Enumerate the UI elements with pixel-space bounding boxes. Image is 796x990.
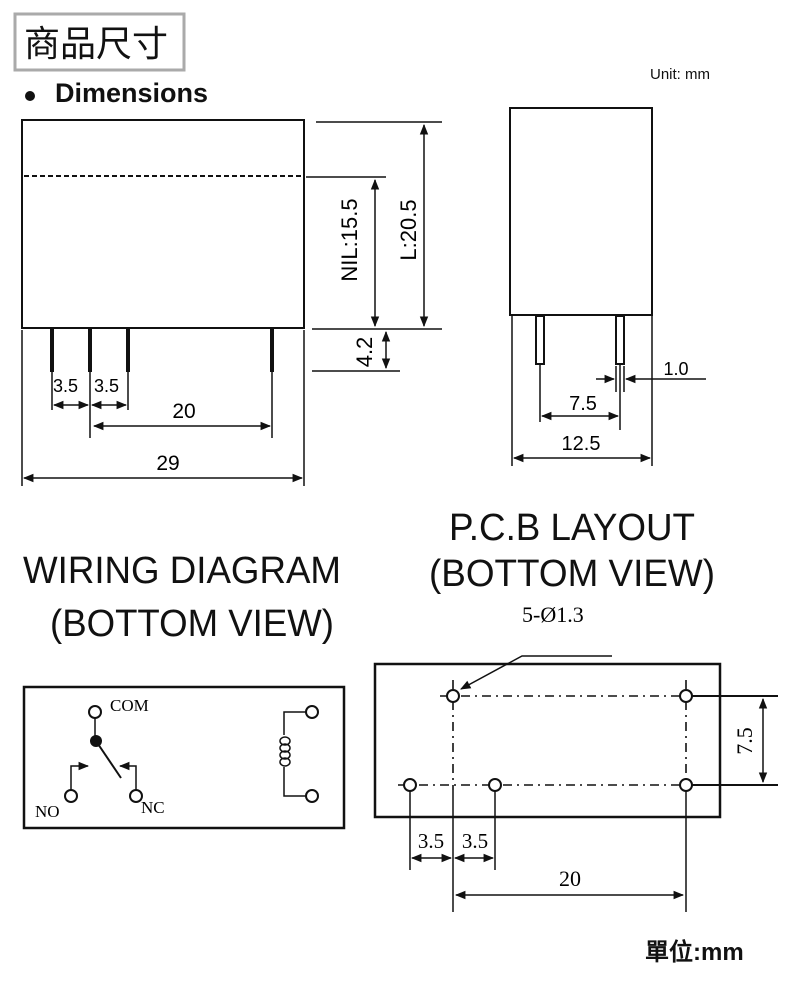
com-label: COM [110, 696, 149, 715]
page-title: 商品尺寸 [24, 23, 168, 64]
pcb-title: P.C.B LAYOUT [449, 507, 695, 549]
dim-depth: 12.5 [562, 433, 601, 455]
section-title: Dimensions [55, 78, 208, 108]
dim-row-spacing: 7.5 [732, 727, 757, 755]
pcb-hole-icon [679, 689, 693, 703]
dim-pcb-pitch-b: 3.5 [462, 829, 488, 853]
bullet-icon [25, 91, 35, 101]
wiring-diagram: COM NO NC [22, 685, 346, 830]
hole-spec-label: 5-Ø1.3 [522, 602, 584, 627]
dim-nil: NIL:15.5 [337, 198, 362, 281]
pcb-hole-icon [679, 778, 693, 792]
title-box [13, 12, 186, 72]
footer-unit: 單位:mm [645, 938, 744, 966]
dim-span: 20 [172, 400, 195, 423]
unit-label: Unit: mm [650, 66, 710, 83]
pins [50, 329, 274, 372]
pcb-hole-icon [488, 778, 502, 792]
dim-pcb-span: 20 [559, 866, 581, 891]
pcb-hole-icon [446, 689, 460, 703]
nc-label: NC [141, 798, 165, 817]
wiring-title: WIRING DIAGRAM [23, 550, 341, 592]
pcb-hole-icon [403, 778, 417, 792]
dim-pitch-b: 3.5 [94, 376, 119, 396]
coil-icon [279, 705, 319, 803]
wiring-subtitle: (BOTTOM VIEW) [50, 603, 334, 645]
dim-pin-length: 4.2 [352, 337, 377, 368]
dim-pin-spacing: 7.5 [569, 393, 597, 415]
com-terminal-icon [88, 705, 102, 719]
dim-length: L:20.5 [396, 199, 421, 260]
pcb-subtitle: (BOTTOM VIEW) [429, 553, 715, 595]
side-view: 1.0 7.5 12.5 [509, 107, 706, 466]
pcb-layout: 5-Ø1.3 7.5 3.5 3.5 20 [373, 602, 778, 912]
dim-pcb-pitch-a: 3.5 [418, 829, 444, 853]
no-terminal-icon [64, 789, 78, 803]
dim-pitch-a: 3.5 [53, 376, 78, 396]
dim-width: 29 [156, 452, 179, 475]
no-label: NO [35, 802, 60, 821]
dim-pin-width: 1.0 [663, 359, 688, 379]
front-view: 3.5 3.5 20 29 NIL:15.5 L:20.5 4.2 [21, 119, 442, 486]
